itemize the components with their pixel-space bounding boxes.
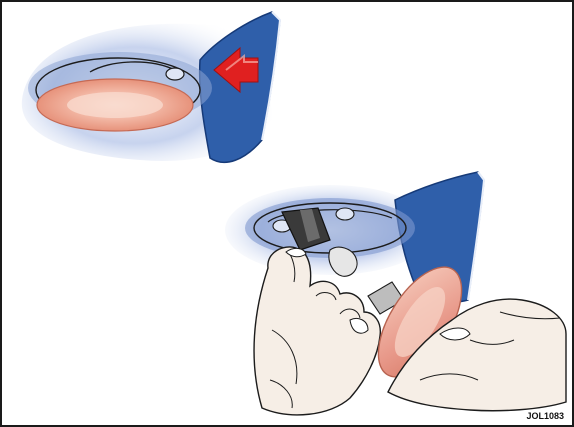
bottom-recess — [245, 198, 415, 258]
figure-code: JOL1083 — [526, 411, 564, 421]
